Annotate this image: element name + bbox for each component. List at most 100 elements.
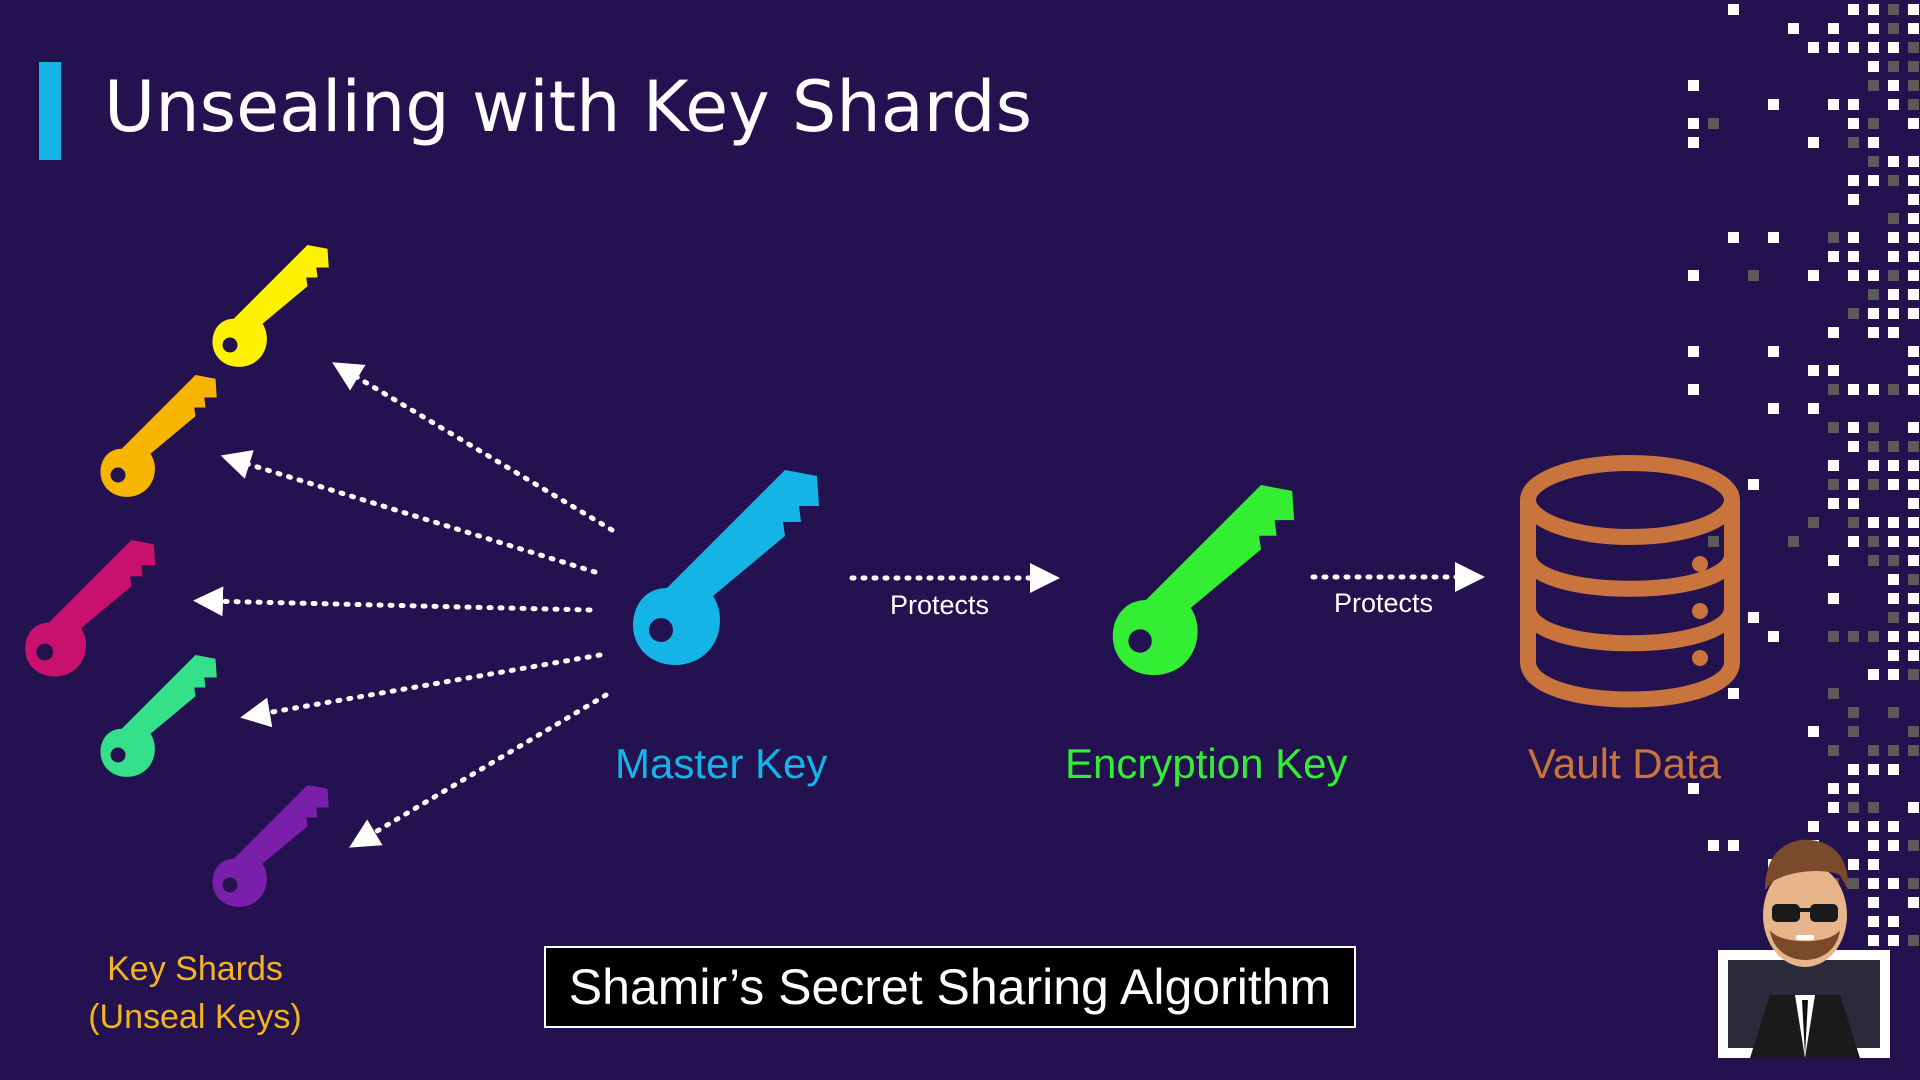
pixel-square xyxy=(1728,4,1739,15)
pixel-square xyxy=(1768,232,1779,243)
key-shards-label-line1: Key Shards xyxy=(107,950,283,988)
master-key-icon xyxy=(633,470,819,665)
pixel-square xyxy=(1808,42,1819,53)
shard-key-green-icon xyxy=(100,655,217,777)
pixel-square xyxy=(1908,669,1919,680)
pixel-square xyxy=(1868,308,1879,319)
pixel-square xyxy=(1868,897,1879,908)
pixel-square xyxy=(1828,23,1839,34)
pixel-square xyxy=(1828,460,1839,471)
pixel-square xyxy=(1788,23,1799,34)
pixel-square xyxy=(1888,251,1899,262)
pixel-square xyxy=(1888,745,1899,756)
pixel-square xyxy=(1908,80,1919,91)
shard-key-amber-icon xyxy=(100,375,217,497)
pixel-square xyxy=(1908,422,1919,433)
pixel-square xyxy=(1908,517,1919,528)
pixel-square xyxy=(1848,878,1859,889)
pixel-square xyxy=(1808,517,1819,528)
pixel-square xyxy=(1868,137,1879,148)
pixel-square xyxy=(1908,118,1919,129)
pixel-square xyxy=(1728,688,1739,699)
pixel-square xyxy=(1888,764,1899,775)
pixel-square xyxy=(1848,384,1859,395)
pixel-square xyxy=(1828,555,1839,566)
pixel-square xyxy=(1868,479,1879,490)
pixel-square xyxy=(1888,270,1899,281)
pixel-square xyxy=(1888,517,1899,528)
pixel-square xyxy=(1868,460,1879,471)
arrow-to-purple-shard xyxy=(349,692,609,848)
pixel-square xyxy=(1868,517,1879,528)
slide-title: Unsealing with Key Shards xyxy=(104,66,1033,148)
edge-label-protects-2: Protects xyxy=(1334,588,1434,618)
pixel-square xyxy=(1908,745,1919,756)
pixel-square xyxy=(1788,536,1799,547)
pixel-square xyxy=(1868,42,1879,53)
pixel-square xyxy=(1908,897,1919,908)
pixel-square xyxy=(1688,346,1699,357)
pixel-square xyxy=(1708,840,1719,851)
pixel-square xyxy=(1888,156,1899,167)
pixel-square xyxy=(1728,232,1739,243)
pixel-square xyxy=(1868,175,1879,186)
pixel-square xyxy=(1748,270,1759,281)
pixel-square xyxy=(1908,61,1919,72)
master-key-label: Master Key xyxy=(615,740,828,787)
pixel-square xyxy=(1888,707,1899,718)
pixel-square xyxy=(1868,859,1879,870)
pixel-square xyxy=(1908,726,1919,737)
pixel-square xyxy=(1708,118,1719,129)
pixel-square xyxy=(1908,935,1919,946)
pixel-square xyxy=(1888,61,1899,72)
pixel-square xyxy=(1908,441,1919,452)
pixel-square xyxy=(1708,536,1719,547)
pixel-square xyxy=(1868,821,1879,832)
vault-data-label: Vault Data xyxy=(1528,740,1721,787)
pixel-square xyxy=(1908,289,1919,300)
pixel-square xyxy=(1888,213,1899,224)
pixel-square xyxy=(1908,346,1919,357)
pixel-square xyxy=(1888,555,1899,566)
pixel-square xyxy=(1888,460,1899,471)
pixel-square xyxy=(1868,916,1879,927)
pixel-square xyxy=(1888,327,1899,338)
pixel-square xyxy=(1908,555,1919,566)
pixel-square xyxy=(1888,650,1899,661)
pixel-square xyxy=(1888,4,1899,15)
pixel-square xyxy=(1908,878,1919,889)
pixel-square xyxy=(1848,308,1859,319)
pixel-square xyxy=(1828,783,1839,794)
pixel-square xyxy=(1908,365,1919,376)
edge-label-protects-1: Protects xyxy=(890,590,990,620)
pixel-square xyxy=(1828,688,1839,699)
pixel-square xyxy=(1868,118,1879,129)
arrow-to-amber-shard xyxy=(220,450,598,575)
title-accent-bar xyxy=(39,62,61,160)
pixel-square xyxy=(1908,498,1919,509)
pixel-square xyxy=(1888,289,1899,300)
pixel-square xyxy=(1868,80,1879,91)
pixel-square xyxy=(1868,270,1879,281)
pixel-square xyxy=(1888,441,1899,452)
pixel-square xyxy=(1888,232,1899,243)
pixel-square xyxy=(1828,802,1839,813)
pixel-square xyxy=(1748,479,1759,490)
database-indicator-dots xyxy=(1692,556,1708,666)
pixel-square xyxy=(1848,251,1859,262)
pixel-square xyxy=(1888,23,1899,34)
pixel-square xyxy=(1908,308,1919,319)
pixel-square xyxy=(1868,764,1879,775)
pixel-square xyxy=(1688,270,1699,281)
pixel-square xyxy=(1688,783,1699,794)
pixel-square xyxy=(1848,726,1859,737)
pixel-square xyxy=(1908,99,1919,110)
pixel-square xyxy=(1828,631,1839,642)
pixel-square xyxy=(1768,403,1779,414)
pixel-square xyxy=(1888,631,1899,642)
pixel-square xyxy=(1868,935,1879,946)
pixel-square xyxy=(1808,821,1819,832)
pixel-square xyxy=(1888,536,1899,547)
